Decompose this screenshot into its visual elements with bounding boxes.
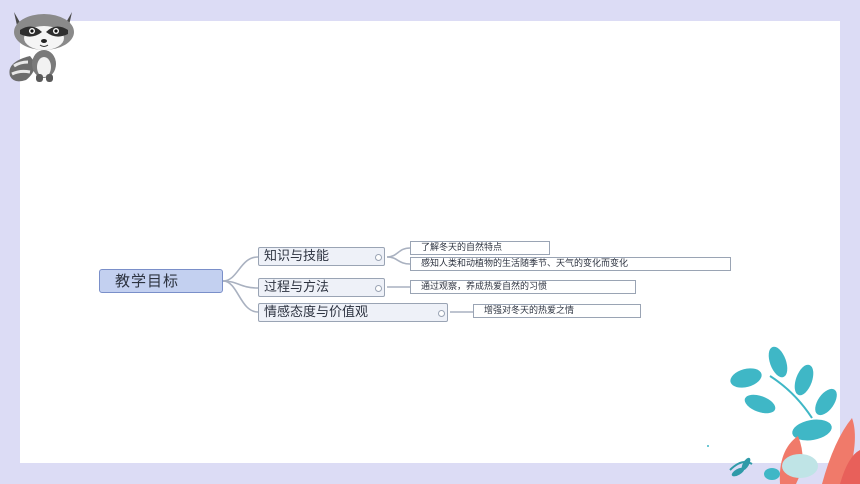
- branch-process-methods: 过程与方法: [258, 278, 385, 297]
- leaf-node: 了解冬天的自然特点: [410, 241, 550, 255]
- collapse-handle[interactable]: [375, 285, 382, 292]
- collapse-handle[interactable]: [438, 310, 445, 317]
- branch-emotion-values: 情感态度与价值观: [258, 303, 448, 322]
- leaf-node: 通过观察，养成热爱自然的习惯: [410, 280, 636, 294]
- branch-label: 情感态度与价值观: [264, 305, 369, 320]
- mindmap-root: 教学目标: [99, 269, 223, 293]
- branch-label: 知识与技能: [264, 249, 330, 264]
- branch-knowledge-skills: 知识与技能: [258, 247, 385, 266]
- branch-label: 过程与方法: [264, 280, 330, 295]
- leaf-node: 感知人类和动植物的生活随季节、天气的变化而变化: [410, 257, 731, 271]
- collapse-handle[interactable]: [375, 254, 382, 261]
- leaf-node: 增强对冬天的热爱之情: [473, 304, 641, 318]
